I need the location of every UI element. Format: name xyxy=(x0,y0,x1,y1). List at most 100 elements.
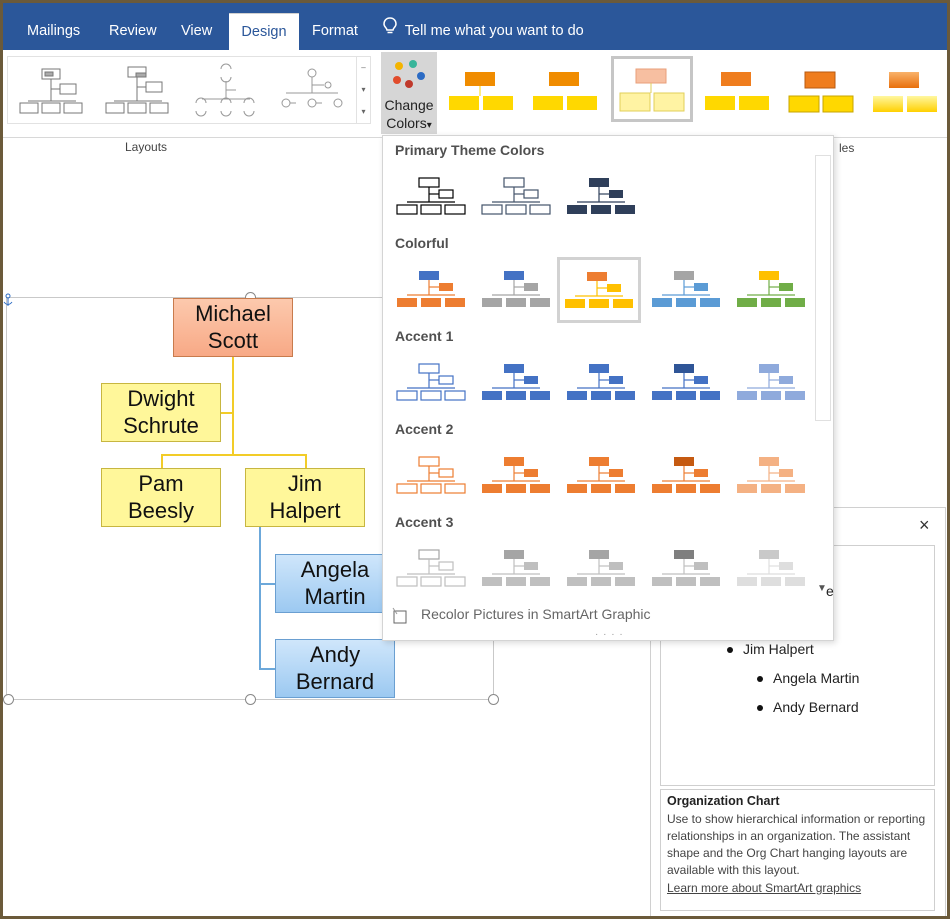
org-node-michael-scott[interactable]: Michael Scott xyxy=(173,298,293,357)
swatch-accent3-gradient-range[interactable] xyxy=(565,546,637,596)
swatch-colorful-range-3-4[interactable] xyxy=(557,257,641,323)
layout-description-title: Organization Chart xyxy=(667,794,780,808)
swatch-accent2-outline[interactable] xyxy=(395,453,467,503)
change-colors-label-1: Change xyxy=(384,97,434,113)
text-pane-truncated-text: e xyxy=(826,583,834,599)
layout-name-title-org-chart-thumb[interactable] xyxy=(102,63,180,119)
learn-more-link[interactable]: Learn more about SmartArt graphics xyxy=(667,881,862,895)
tab-review[interactable]: Review xyxy=(109,23,157,39)
smartart-style-intense-effect[interactable] xyxy=(783,58,859,118)
connector-jim-hanging xyxy=(259,527,261,669)
tab-design[interactable]: Design xyxy=(229,13,299,50)
connector-ceo-trunk xyxy=(232,357,234,455)
layout-circle-picture-hierarchy-thumb[interactable] xyxy=(274,63,352,119)
swatch-dark-1-outline[interactable] xyxy=(395,174,467,224)
change-colors-label-2: Colors▾ xyxy=(386,115,432,131)
org-node-andy-bernard[interactable]: Andy Bernard xyxy=(275,639,395,698)
connector-andy xyxy=(259,668,275,670)
swatch-accent2-transparent[interactable] xyxy=(650,453,722,503)
node-text-line1: Andy xyxy=(309,642,361,667)
layout-half-circle-org-chart-thumb[interactable] xyxy=(188,63,266,119)
resize-handle-bottom-right[interactable] xyxy=(488,694,499,705)
tell-me-search[interactable]: Tell me what you want to do xyxy=(383,13,584,50)
connector-assistant xyxy=(221,412,233,414)
bullet-item-angela[interactable]: Angela Martin xyxy=(757,670,859,686)
swatch-accent1-outline[interactable] xyxy=(395,360,467,410)
section-accent-3: Accent 3 xyxy=(395,514,454,530)
org-node-pam-beesly[interactable]: Pam Beesly xyxy=(101,468,221,527)
section-primary-theme-colors: Primary Theme Colors xyxy=(395,142,545,158)
scroll-down-icon[interactable]: ▾ xyxy=(361,85,366,94)
colors-dropdown-scrollbar[interactable] xyxy=(815,155,831,421)
ribbon-panel: – ▾ ▾ Layouts Change Colors▾ xyxy=(3,50,947,154)
swatch-colorful-range-5-6[interactable] xyxy=(735,267,807,317)
section-accent-1: Accent 1 xyxy=(395,328,454,344)
recolor-pictures-item[interactable]: Recolor Pictures in SmartArt Graphic xyxy=(421,606,651,622)
smartart-style-polished[interactable] xyxy=(867,58,943,118)
swatch-accent3-transparent[interactable] xyxy=(650,546,722,596)
tab-mailings[interactable]: Mailings xyxy=(27,23,81,39)
swatch-dark-2-fill[interactable] xyxy=(565,174,637,224)
bullet-item-andy[interactable]: Andy Bernard xyxy=(757,699,859,715)
node-text-line2: Scott xyxy=(207,328,259,353)
layout-description-body: Use to show hierarchical information or … xyxy=(667,812,926,877)
ribbon-tab-bar: Mailings Review View Design Format Tell … xyxy=(3,3,947,50)
layouts-gallery-scroll[interactable]: – ▾ ▾ xyxy=(356,57,370,123)
section-accent-2: Accent 2 xyxy=(395,421,454,437)
change-colors-dropdown: Primary Theme Colors Colorful Accent 1 A… xyxy=(382,135,834,641)
org-node-jim-halpert[interactable]: Jim Halpert xyxy=(245,468,365,527)
tell-me-text: Tell me what you want to do xyxy=(404,23,584,39)
layout-org-chart-thumb[interactable] xyxy=(16,63,94,119)
tab-view[interactable]: View xyxy=(181,23,213,39)
node-text-line1: Jim xyxy=(287,471,323,496)
bullet-item-jim[interactable]: Jim Halpert xyxy=(727,641,814,657)
scroll-up-icon[interactable]: – xyxy=(361,63,366,72)
swatch-colorful-accent-colors[interactable] xyxy=(395,267,467,317)
smartart-style-simple-fill[interactable] xyxy=(443,58,519,118)
swatch-accent1-transparent[interactable] xyxy=(650,360,722,410)
node-text-line1: Angela xyxy=(300,557,370,582)
swatch-colorful-range-2-3[interactable] xyxy=(480,267,552,317)
layouts-group-label: Layouts xyxy=(125,140,168,154)
connector-pam xyxy=(161,454,163,468)
scroll-down-arrow-icon[interactable]: ▼ xyxy=(817,583,827,594)
swatch-accent2-colored-fill[interactable] xyxy=(480,453,552,503)
smartart-style-subtle-effect[interactable] xyxy=(611,56,693,122)
lightbulb-icon xyxy=(383,13,397,49)
gallery-expand-icon[interactable]: ▾ xyxy=(361,107,366,116)
swatch-accent1-light[interactable] xyxy=(735,360,807,410)
change-colors-button[interactable]: Change Colors▾ xyxy=(381,52,437,134)
node-text-line2: Beesly xyxy=(127,498,195,523)
swatch-accent1-gradient-range[interactable] xyxy=(565,360,637,410)
close-icon[interactable]: × xyxy=(919,515,930,535)
resize-handle-bottom[interactable] xyxy=(245,694,256,705)
node-text-line2: Schrute xyxy=(123,413,199,438)
tab-format[interactable]: Format xyxy=(312,23,358,39)
swatch-accent3-colored-fill[interactable] xyxy=(480,546,552,596)
color-palette-icon xyxy=(393,60,425,88)
smartart-style-moderate-effect[interactable] xyxy=(699,58,775,118)
org-node-angela-martin[interactable]: Angela Martin xyxy=(275,554,395,613)
section-colorful: Colorful xyxy=(395,235,449,251)
smartart-styles-label-fragment: les xyxy=(839,141,855,155)
swatch-accent2-gradient-range[interactable] xyxy=(565,453,637,503)
swatch-accent1-colored-fill[interactable] xyxy=(480,360,552,410)
connector-angela xyxy=(259,583,275,585)
swatch-colorful-range-4-5[interactable] xyxy=(650,267,722,317)
resize-handle-bottom-left[interactable] xyxy=(3,694,14,705)
node-text-line1: Pam xyxy=(138,471,184,496)
anchor-icon xyxy=(3,293,13,307)
layout-description: Organization Chart Use to show hierarchi… xyxy=(660,789,935,911)
node-text-line1: Dwight xyxy=(127,386,195,411)
swatch-accent3-outline[interactable] xyxy=(395,546,467,596)
org-node-dwight-schrute[interactable]: Dwight Schrute xyxy=(101,383,221,442)
swatch-accent2-light[interactable] xyxy=(735,453,807,503)
dropdown-resize-grip[interactable]: · · · · xyxy=(595,629,624,640)
recolor-pictures-icon xyxy=(391,606,409,626)
swatch-dark-2-outline[interactable] xyxy=(480,174,552,224)
smartart-style-white-outline[interactable] xyxy=(527,58,603,118)
connector-horizontal xyxy=(161,454,307,456)
swatch-accent3-light[interactable] xyxy=(735,546,807,596)
node-text-line2: Bernard xyxy=(295,669,375,694)
